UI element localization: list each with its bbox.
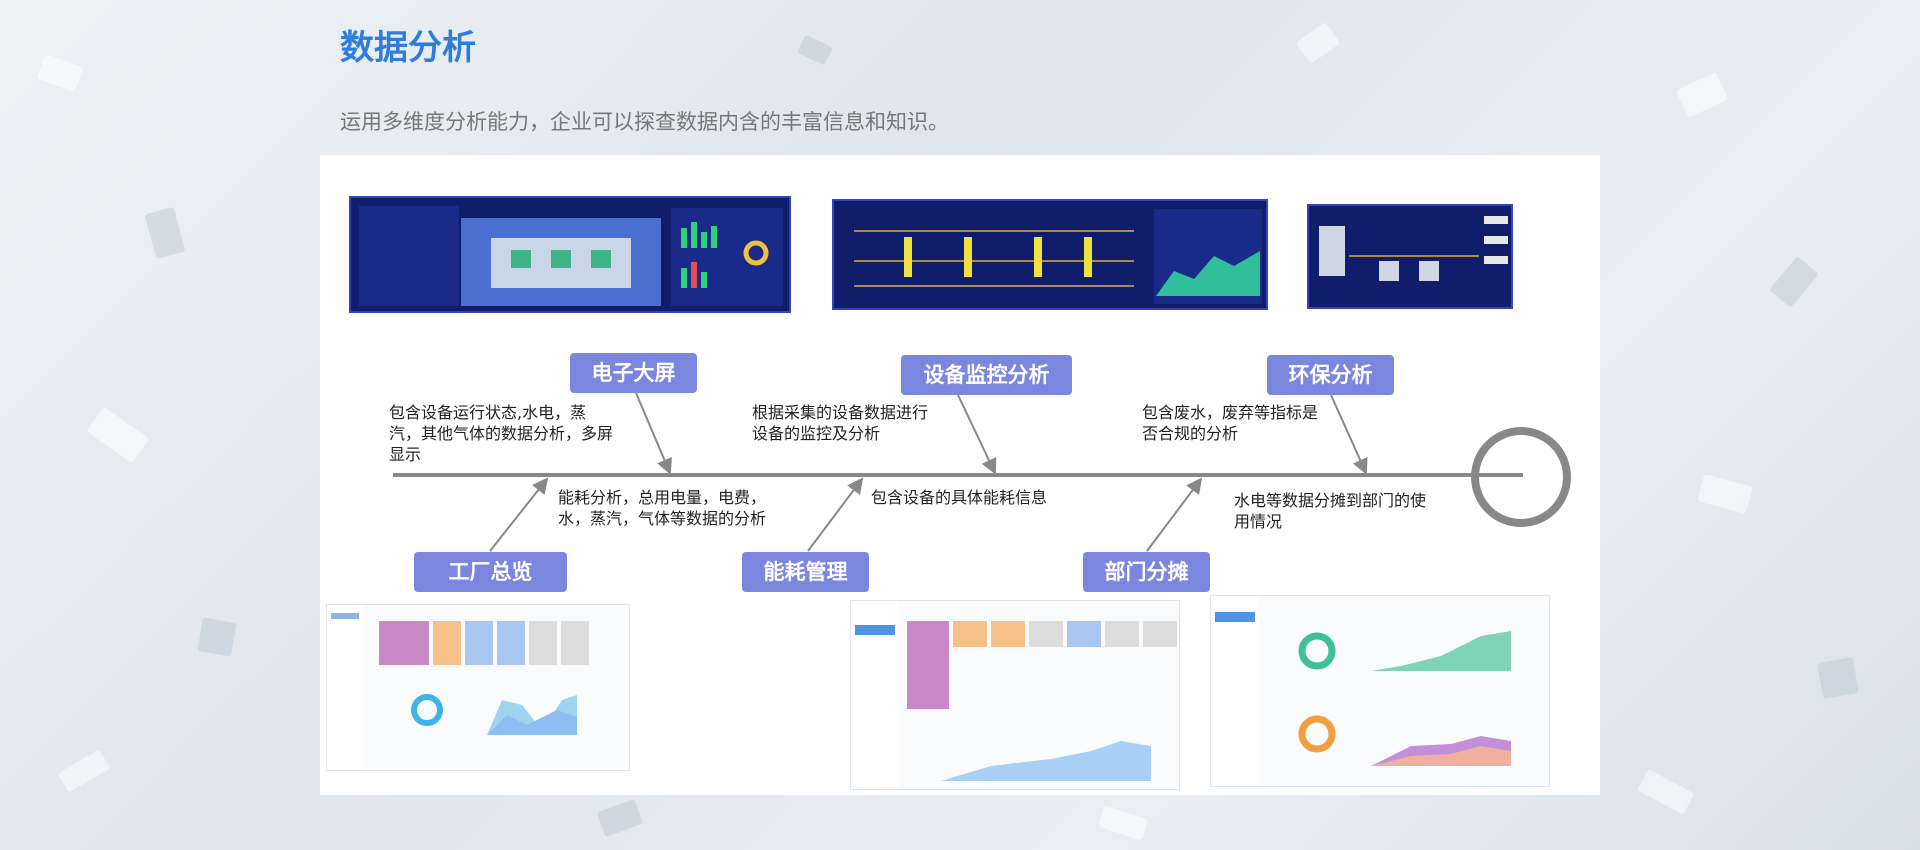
desc-factory-overview: 能耗分析，总用电量，电费，水，蒸汽，气体等数据的分析 [558, 488, 767, 528]
screenshot-department-allocation [1210, 595, 1550, 787]
desc-energy-management: 包含设备的具体能耗信息 [871, 488, 1048, 507]
screenshot-big-screen-graphic [359, 206, 783, 306]
diagram-panel: 电子大屏 设备监控分析 环保分析 包含设备运行状态,水电，蒸汽，其他气体的数据分… [320, 155, 1600, 795]
screenshot-environment-graphic [1319, 216, 1508, 281]
tag-environment[interactable]: 环保分析 [1267, 355, 1394, 395]
desc-department-allocation: 水电等数据分摊到部门的使用情况 [1234, 491, 1427, 531]
screenshot-device-monitor [832, 199, 1268, 310]
screenshot-energy-management [850, 600, 1180, 790]
desc-device-monitor: 根据采集的设备数据进行设备的监控及分析 [752, 403, 929, 443]
screenshot-device-monitor-graphic [854, 209, 1262, 304]
screenshot-department-allocation-graphic [1211, 596, 1511, 786]
tag-factory-overview[interactable]: 工厂总览 [414, 552, 567, 592]
screenshot-environment [1307, 204, 1513, 309]
screenshot-energy-management-graphic [851, 601, 1177, 789]
desc-big-screen: 包含设备运行状态,水电，蒸汽，其他气体的数据分析，多屏显示 [389, 403, 614, 464]
tag-energy-management[interactable]: 能耗管理 [742, 552, 869, 592]
tag-department-allocation[interactable]: 部门分摊 [1083, 552, 1210, 592]
tag-big-screen[interactable]: 电子大屏 [570, 353, 697, 393]
desc-environment: 包含废水，废弃等指标是否合规的分析 [1142, 403, 1319, 443]
screenshot-factory-overview [326, 604, 630, 771]
page-title: 数据分析 [340, 28, 476, 68]
screenshot-factory-overview-graphic [327, 605, 589, 770]
screenshot-big-screen [349, 196, 791, 313]
fishbone-spine [393, 392, 1571, 552]
tag-device-monitor[interactable]: 设备监控分析 [901, 355, 1072, 395]
page-subtitle: 运用多维度分析能力，企业可以探查数据内含的丰富信息和知识。 [340, 110, 949, 134]
